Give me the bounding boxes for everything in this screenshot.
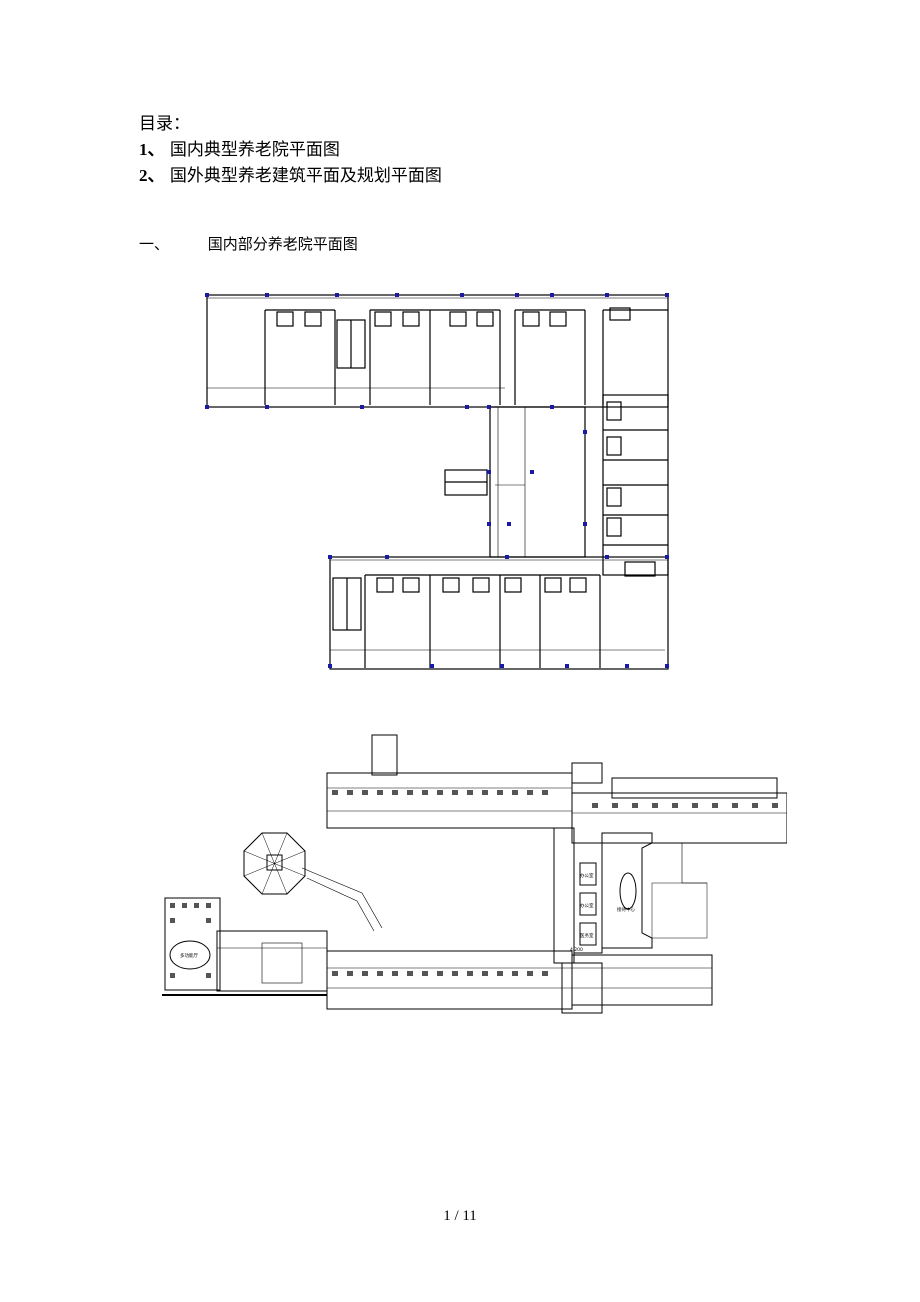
room-label: 医务室 — [580, 932, 594, 939]
floor-plan-2: 办公室 办公室 医务室 接待中心 4.200 多功能厅 — [162, 734, 787, 1014]
room-label: 接待中心 — [617, 906, 635, 913]
room-label: 多功能厅 — [180, 952, 198, 959]
level-label: 4.200 — [570, 947, 583, 953]
floor-plan-1 — [205, 293, 669, 670]
toc-item-2: 2、 国外典型养老建筑平面及规划平面图 — [139, 163, 442, 189]
toc-item-number: 1、 — [139, 140, 165, 159]
toc-item-text: 国外典型养老建筑平面及规划平面图 — [169, 166, 442, 186]
section-number: 一、 — [139, 235, 170, 253]
room-label: 办公室 — [580, 902, 594, 909]
toc-item-number: 2、 — [139, 166, 165, 185]
toc-item-1: 1、 国内典型养老院平面图 — [139, 137, 442, 163]
table-of-contents: 目录： 1、 国内典型养老院平面图 2、 国外典型养老建筑平面及规划平面图 — [139, 112, 442, 189]
section-title: 国内部分养老院平面图 — [207, 235, 358, 253]
room-label: 办公室 — [580, 872, 594, 879]
toc-item-text: 国内典型养老院平面图 — [169, 140, 340, 160]
page-number: 1 / 11 — [443, 1208, 477, 1224]
toc-heading: 目录： — [139, 114, 190, 134]
section-heading: 一、 国内部分养老院平面图 — [139, 233, 358, 254]
guest-room-furniture — [170, 790, 778, 978]
